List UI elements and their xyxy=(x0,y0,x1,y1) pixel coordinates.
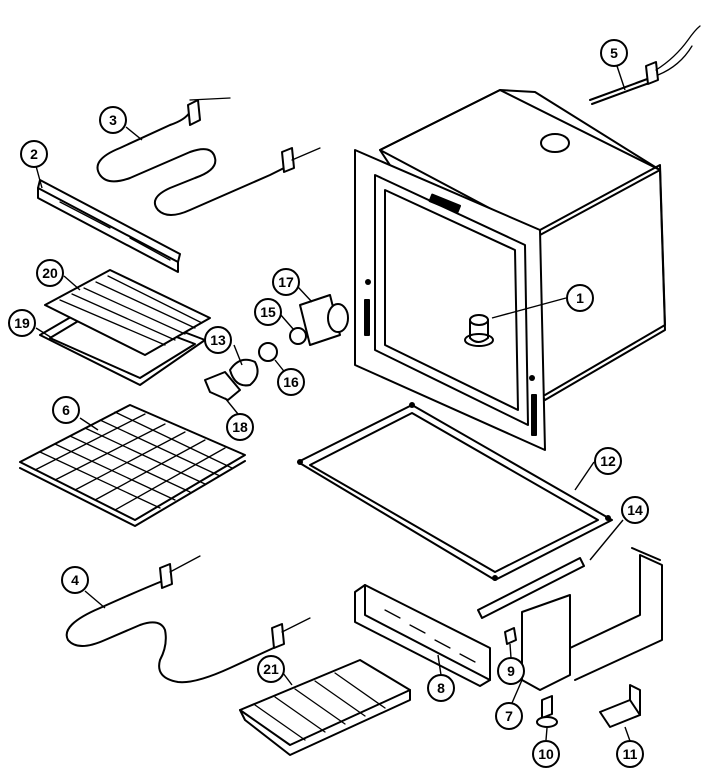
vent-bracket xyxy=(354,584,491,687)
callout-3: 3 xyxy=(99,106,127,134)
oven-rack xyxy=(19,404,246,527)
callout-label: 14 xyxy=(627,502,643,518)
oven-cavity xyxy=(354,89,666,451)
callout-8: 8 xyxy=(427,674,455,702)
callout-label: 1 xyxy=(576,290,584,306)
callout-label: 6 xyxy=(62,402,70,418)
oven-sensor xyxy=(589,25,701,105)
callout-label: 2 xyxy=(30,146,38,162)
callout-label: 4 xyxy=(71,572,79,588)
callout-2: 2 xyxy=(20,140,48,168)
callout-label: 17 xyxy=(278,274,294,290)
callout-21: 21 xyxy=(257,655,285,683)
callout-14: 14 xyxy=(621,496,649,524)
callout-6: 6 xyxy=(52,396,80,424)
callout-label: 5 xyxy=(610,45,618,61)
front-strip xyxy=(477,557,585,619)
callout-label: 9 xyxy=(507,663,515,679)
callout-17: 17 xyxy=(272,268,300,296)
callout-label: 15 xyxy=(260,304,276,320)
callout-18: 18 xyxy=(226,413,254,441)
callout-12: 12 xyxy=(594,447,622,475)
callout-label: 3 xyxy=(109,112,117,128)
callout-19: 19 xyxy=(8,309,36,337)
callout-label: 19 xyxy=(14,315,30,331)
broil-pan xyxy=(39,269,211,386)
rear-bracket xyxy=(37,179,181,273)
callout-label: 13 xyxy=(210,332,226,348)
leader-lines xyxy=(35,65,631,742)
callout-label: 11 xyxy=(623,746,638,762)
callout-label: 12 xyxy=(600,453,616,469)
broil-rack xyxy=(239,659,411,756)
callout-7: 7 xyxy=(495,702,523,730)
callout-label: 16 xyxy=(283,374,299,390)
callout-label: 10 xyxy=(538,746,554,762)
callout-label: 21 xyxy=(263,661,279,677)
oven-light-assembly xyxy=(204,294,349,401)
screw xyxy=(504,627,517,645)
callout-16: 16 xyxy=(277,368,305,396)
broil-element xyxy=(96,97,321,216)
callout-1: 1 xyxy=(566,284,594,312)
callout-5: 5 xyxy=(600,39,628,67)
bottom-panel xyxy=(297,402,613,581)
callout-13: 13 xyxy=(204,326,232,354)
side-bracket xyxy=(521,547,663,691)
callout-label: 20 xyxy=(42,265,58,281)
callout-label: 8 xyxy=(437,680,445,696)
callout-4: 4 xyxy=(61,566,89,594)
callout-label: 7 xyxy=(505,708,513,724)
callout-10: 10 xyxy=(532,740,560,768)
callout-15: 15 xyxy=(254,298,282,326)
bake-element xyxy=(65,555,311,684)
callout-label: 18 xyxy=(232,419,248,435)
leveling-leg xyxy=(536,695,558,728)
leg-bracket xyxy=(599,684,641,728)
callout-20: 20 xyxy=(36,259,64,287)
callout-9: 9 xyxy=(497,657,525,685)
callout-11: 11 xyxy=(616,740,644,768)
